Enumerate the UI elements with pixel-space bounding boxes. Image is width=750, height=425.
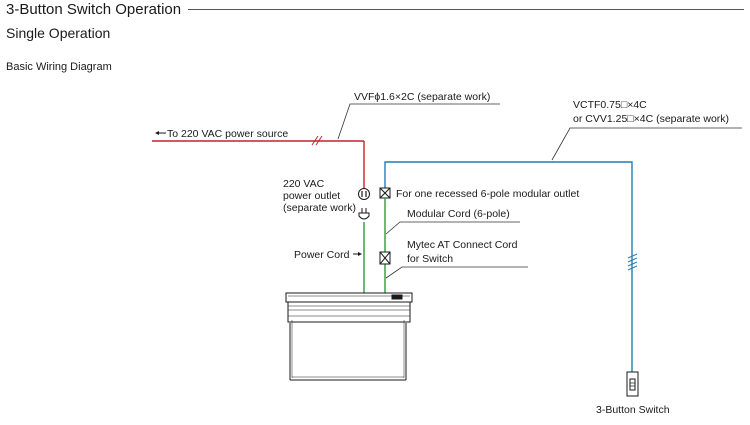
signal-line [384, 161, 633, 372]
blind-unit-icon [285, 292, 413, 381]
page-subtitle: Single Operation [6, 25, 111, 41]
power-cord-arrow-icon [353, 252, 362, 256]
signal-line-ticks [627, 253, 638, 271]
plug-icon [358, 208, 370, 220]
vvf-cable-label: VVFϕ1.6×2C (separate work) [354, 91, 490, 103]
section-heading: Basic Wiring Diagram [6, 61, 112, 73]
modular-cord-label: Modular Cord (6-pole) [407, 208, 510, 220]
switch-label: 3-Button Switch [596, 404, 670, 416]
modular-outlet-label: For one recessed 6-pole modular outlet [396, 188, 579, 200]
modular-cord-leader [385, 221, 520, 235]
title-rule [188, 9, 744, 10]
power-source-arrow-icon [155, 131, 166, 135]
switch-icon [626, 371, 639, 397]
power-outlet-icon [358, 188, 370, 200]
modular-outlet-icon [379, 187, 391, 199]
power-line-tick [315, 135, 323, 146]
connect-cord-label-line1: Mytec AT Connect Cord [407, 239, 518, 251]
vctf-leader [551, 127, 742, 161]
outlet-label-line3: (separate work) [283, 202, 356, 214]
vctf-label-line1: VCTF0.75□×4C [573, 99, 647, 111]
outlet-label-line2: power outlet [283, 190, 340, 202]
power-source-label: To 220 VAC power source [167, 128, 288, 140]
power-cord-label: Power Cord [294, 249, 350, 261]
vvf-leader [337, 103, 500, 140]
page-title: 3-Button Switch Operation [6, 1, 182, 18]
vctf-label-line2: or CVV1.25□×4C (separate work) [573, 113, 729, 125]
outlet-label-line1: 220 VAC [283, 178, 325, 190]
connect-cord-leader [385, 266, 528, 279]
connector-icon [379, 251, 391, 265]
connect-cord-label-line2: for Switch [407, 253, 453, 265]
power-line-tick [311, 135, 319, 146]
